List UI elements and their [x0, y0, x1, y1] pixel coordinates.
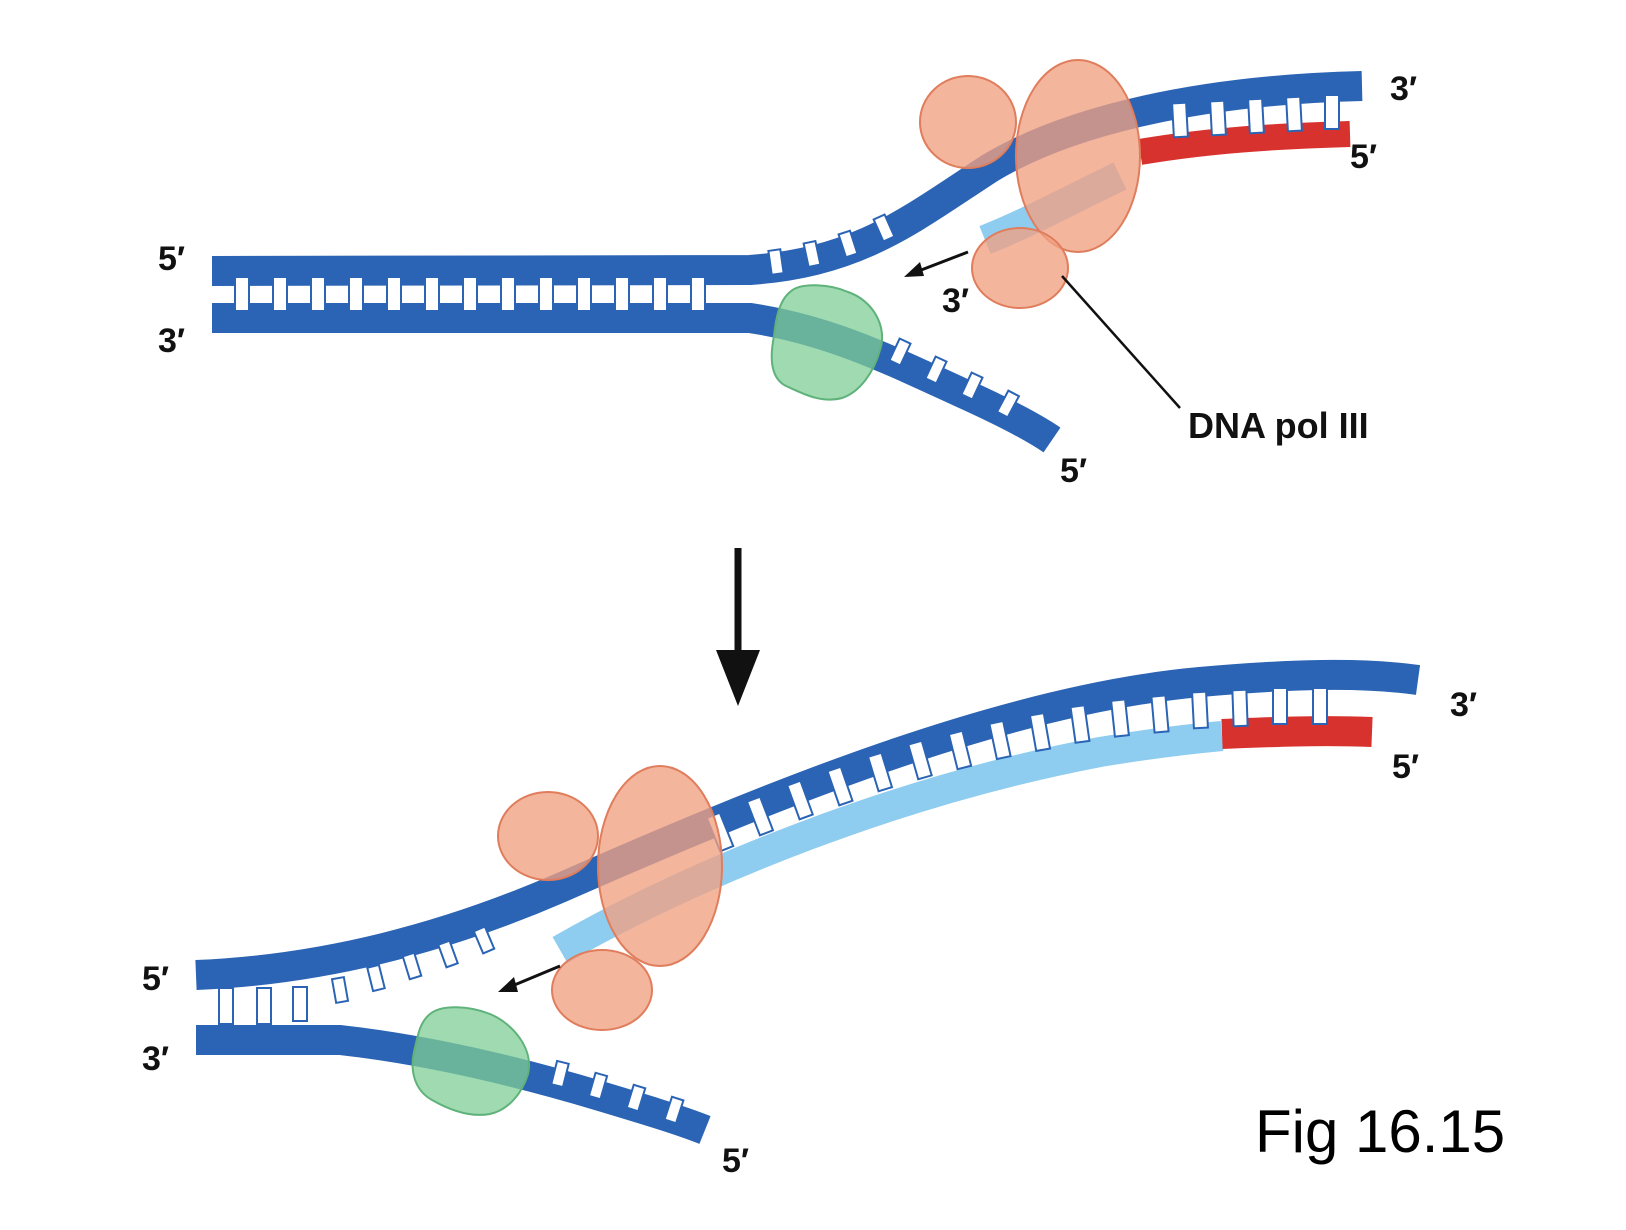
bottom-synthesis-direction-arrow [498, 964, 561, 992]
base-pair-rung [866, 751, 894, 793]
base-pair-rung [310, 276, 326, 312]
base-pair-rung [614, 276, 630, 312]
base-pair-rung [907, 739, 933, 781]
base-pair-rung [272, 276, 288, 312]
base-pair-rung [292, 986, 308, 1022]
base-pair-rung [785, 779, 815, 821]
base-pair-rung [1231, 688, 1249, 728]
base-pair-rung [995, 389, 1021, 419]
base-pair-rung [330, 975, 350, 1005]
base-pair-rung [1069, 704, 1091, 744]
top-synthesis-direction-arrow [904, 250, 969, 277]
base-pair-rung [924, 355, 948, 385]
base-pair-rung [424, 276, 440, 312]
base-pair-rung [625, 1083, 647, 1113]
panel-bottom-replication-fork: 5′ 3′ 3′ 5′ 5′ [142, 659, 1477, 1180]
base-pair-rung [872, 213, 896, 243]
base-pair-rung [550, 1059, 570, 1089]
bottom-sliding-clamp [411, 1006, 531, 1116]
top-right-primer-5prime-label: 5′ [1350, 138, 1377, 176]
base-pair-rung [1110, 698, 1130, 738]
base-pair-rung [1324, 94, 1340, 130]
top-right-3prime-label: 3′ [1390, 70, 1417, 108]
top-pol-iii-lower-lobe [971, 227, 1069, 309]
top-left-3prime-label: 3′ [158, 322, 185, 360]
base-pair-rung [888, 337, 912, 367]
base-pair-rung [767, 248, 785, 276]
base-pair-rung [218, 987, 234, 1025]
base-pair-rung [802, 239, 822, 269]
bottom-pol-iii-small-lobe [497, 791, 599, 881]
base-pair-rung [538, 276, 554, 312]
down-arrow-icon [716, 548, 760, 706]
base-pair-rung [745, 795, 775, 837]
top-upper-parental-strand [211, 71, 1363, 286]
base-pair-rung [472, 925, 496, 955]
top-pol-iii-small-lobe [919, 75, 1017, 169]
bottom-upper-parental-strand [195, 659, 1421, 990]
bottom-template-5prime-label: 5′ [722, 1142, 749, 1180]
base-pair-rung [947, 729, 973, 771]
top-rna-primer [1137, 121, 1351, 165]
base-pair-rung [234, 276, 250, 312]
bottom-right-3prime-label: 3′ [1450, 686, 1477, 724]
top-lower-template-teeth [888, 337, 1021, 419]
base-pair-rung [837, 229, 859, 259]
top-left-5prime-label: 5′ [158, 240, 185, 278]
figure-caption: Fig 16.15 [1255, 1098, 1505, 1165]
bottom-left-5prime-label: 5′ [142, 960, 169, 998]
bottom-base-pair-rungs [218, 687, 1328, 1025]
base-pair-rung [401, 951, 423, 981]
dna-pol-iii-label: DNA pol III [1188, 405, 1369, 446]
base-pair-rung [1209, 99, 1227, 137]
base-pair-rung [1191, 690, 1209, 730]
bottom-rna-primer [1221, 716, 1373, 749]
bottom-right-primer-5prime-label: 5′ [1392, 748, 1419, 786]
base-pair-rung [436, 939, 460, 969]
base-pair-rung [462, 276, 478, 312]
base-pair-rung [663, 1095, 685, 1125]
base-pair-rung [690, 276, 706, 312]
bottom-left-3prime-label: 3′ [142, 1040, 169, 1078]
base-pair-rung [1247, 97, 1265, 135]
base-pair-rung [366, 963, 386, 993]
top-dna-pol-iii [919, 59, 1141, 309]
top-base-pair-rungs [234, 94, 1340, 312]
top-pol-iii-leader-line [1061, 275, 1181, 409]
top-pol-iii-large-lobe [1015, 59, 1141, 253]
base-pair-rung [576, 276, 592, 312]
base-pair-rung [652, 276, 668, 312]
top-sliding-clamp [770, 284, 884, 401]
base-pair-rung [1150, 694, 1170, 734]
base-pair-rung [826, 765, 854, 807]
base-pair-rung [960, 371, 984, 401]
top-template-5prime-label: 5′ [1060, 452, 1087, 490]
base-pair-rung [348, 276, 364, 312]
top-growing-3prime-label: 3′ [942, 282, 969, 320]
base-pair-rung [256, 987, 272, 1025]
bottom-pol-iii-lower-lobe [551, 949, 653, 1031]
bottom-pol-iii-large-lobe [597, 765, 723, 967]
base-pair-rung [587, 1071, 609, 1101]
base-pair-rung [988, 719, 1012, 761]
panel-top-replication-fork: 5′ 3′ 3′ 5′ 3′ 5′ DNA pol III [158, 59, 1417, 490]
base-pair-rung [1028, 711, 1052, 753]
base-pair-rung [1171, 101, 1189, 139]
base-pair-rung [1312, 687, 1328, 725]
base-pair-rung [1285, 95, 1303, 133]
bottom-lower-template-teeth [550, 1059, 685, 1125]
base-pair-rung [386, 276, 402, 312]
bottom-dna-pol-iii [497, 765, 723, 1031]
base-pair-rung [1272, 687, 1288, 725]
base-pair-rung [500, 276, 516, 312]
